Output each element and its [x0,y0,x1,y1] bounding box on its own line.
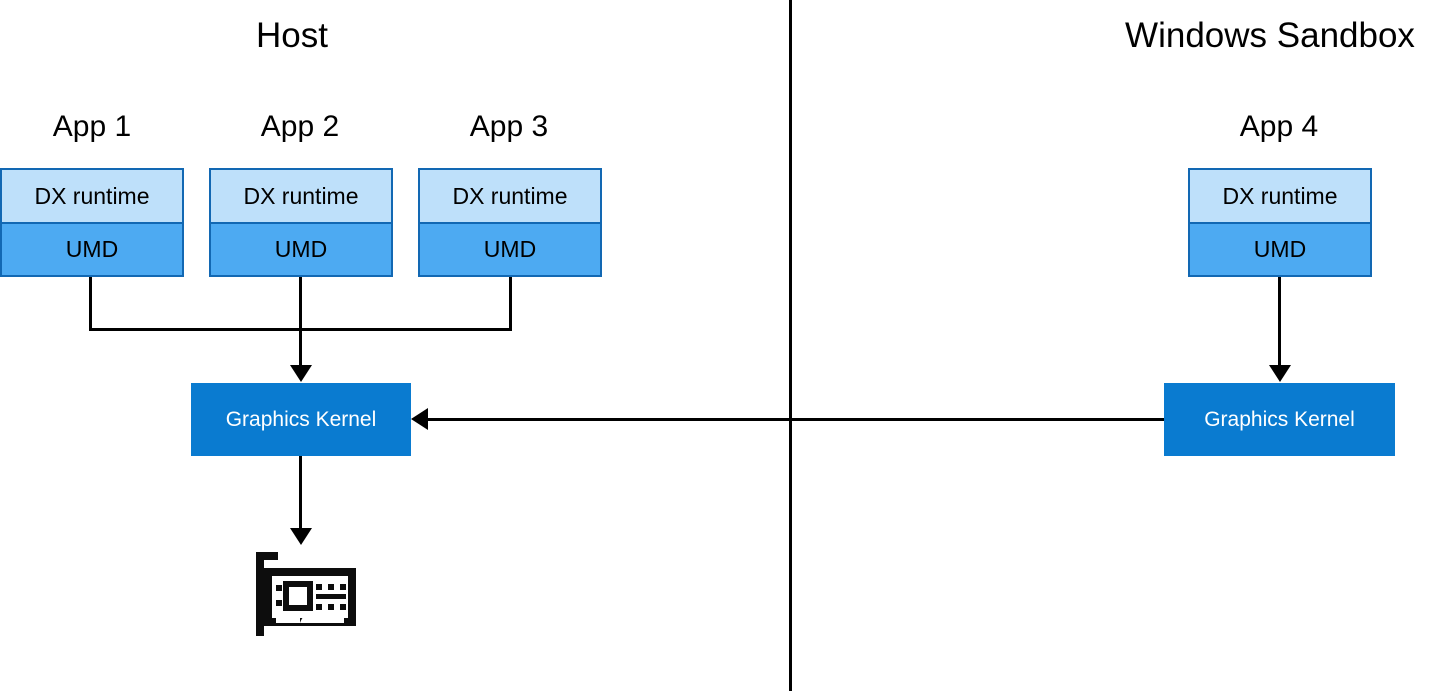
connector-app4-drop [1278,277,1281,367]
connector-app2-drop [299,277,302,367]
app-title-app-3: App 3 [469,110,549,143]
connector-app3-drop [509,277,512,331]
zone-title-host: Host [256,16,328,55]
zone-title-windows-sandbox: Windows Sandbox [1125,16,1415,55]
graphics-kernel-host[interactable]: Graphics Kernel [191,383,411,456]
layer-umd-app-3: UMD [420,224,600,275]
arrowhead-to-gpu [290,528,312,545]
zone-divider [789,0,792,691]
arrowhead-to-host-kernel-cross [411,408,428,430]
app-stack-app-3[interactable]: DX runtime UMD [418,168,602,277]
app-stack-app-4[interactable]: DX runtime UMD [1188,168,1372,277]
app-stack-app-1[interactable]: DX runtime UMD [0,168,184,277]
layer-dx-runtime-app-3: DX runtime [420,170,600,224]
app-title-app-2: App 2 [260,110,340,143]
app-title-app-4: App 4 [1239,110,1319,143]
layer-dx-runtime-app-2: DX runtime [211,170,391,224]
layer-dx-runtime-app-1: DX runtime [2,170,182,224]
graphics-kernel-sandbox[interactable]: Graphics Kernel [1164,383,1395,456]
connector-kernel-to-gpu [299,456,302,530]
layer-umd-app-4: UMD [1190,224,1370,275]
connector-app1-drop [89,277,92,331]
layer-umd-app-1: UMD [2,224,182,275]
app-stack-app-2[interactable]: DX runtime UMD [209,168,393,277]
gpu-card-icon [252,548,362,640]
arrowhead-to-host-kernel [290,365,312,382]
layer-umd-app-2: UMD [211,224,391,275]
layer-dx-runtime-app-4: DX runtime [1190,170,1370,224]
connector-sandbox-to-host [428,418,1164,421]
arrowhead-to-sandbox-kernel [1269,365,1291,382]
app-title-app-1: App 1 [52,110,132,143]
